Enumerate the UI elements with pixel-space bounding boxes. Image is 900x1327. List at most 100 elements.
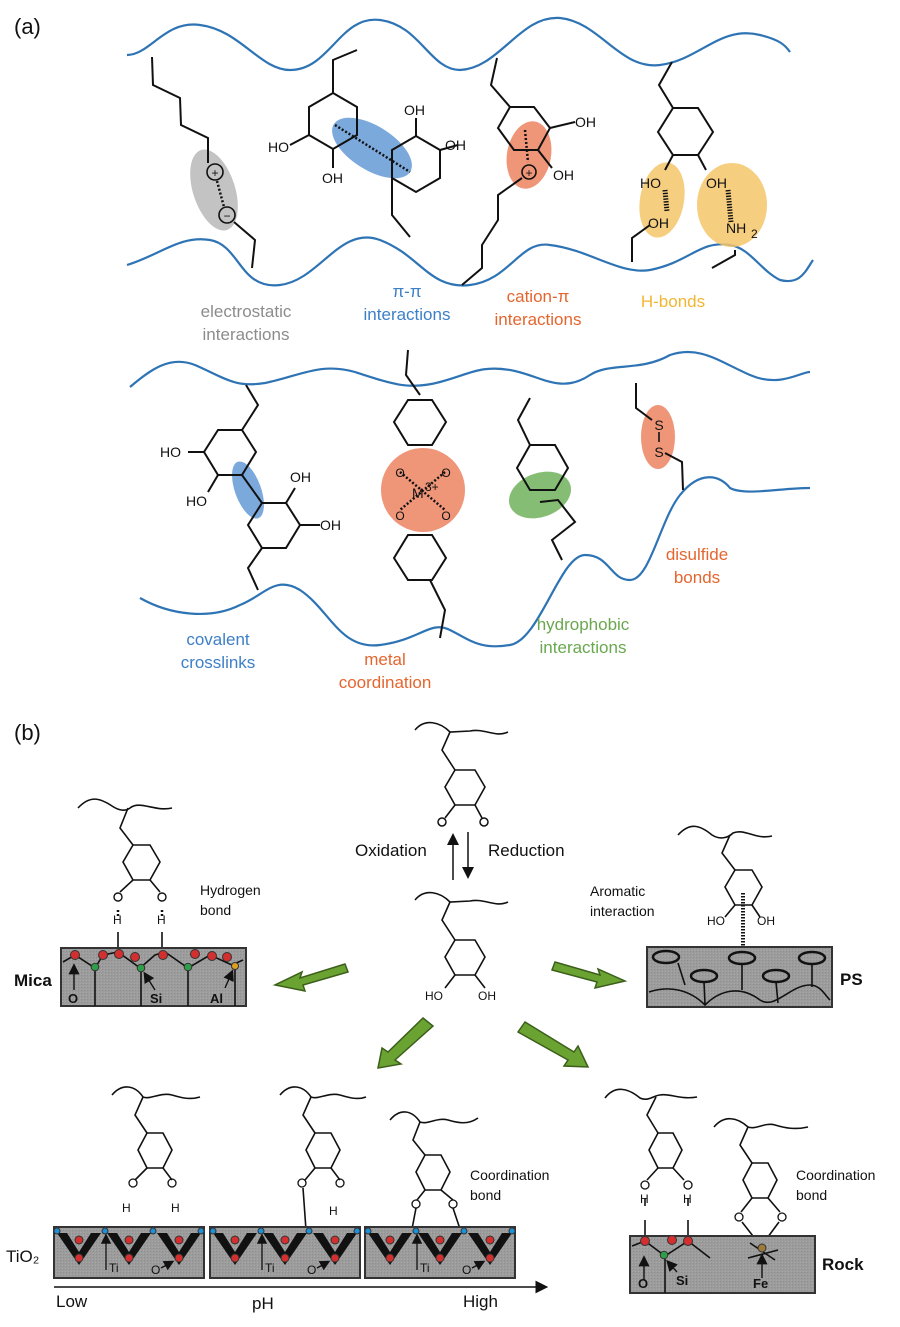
rock-silicon-atom	[659, 1250, 669, 1260]
svg-text:Fe: Fe	[753, 1276, 768, 1291]
coordination-bond-label-tio2-1: Coordination	[470, 1167, 549, 1183]
dopa-molecule-center	[414, 891, 509, 989]
svg-text:OH: OH	[648, 215, 669, 231]
tio2-oxygen-atom	[485, 1253, 495, 1263]
svg-text:HO: HO	[160, 444, 181, 460]
tio2-oxygen-atom	[435, 1235, 445, 1245]
ti-label: Ti	[420, 1261, 430, 1275]
polymer-backbone-bottom-1	[129, 350, 811, 388]
tio2-oxygen-atom	[230, 1235, 240, 1245]
arrow-to-tio2	[377, 1017, 435, 1069]
svg-text:Si: Si	[676, 1273, 688, 1288]
hydrogen-bond-label-2: bond	[200, 902, 231, 918]
label-disulfide-1: disulfide	[666, 545, 728, 564]
rock-iron-atom	[757, 1243, 767, 1253]
svg-text:OH: OH	[478, 989, 496, 1003]
mica-adsorption	[60, 798, 247, 1007]
reduction-label: Reduction	[488, 841, 565, 860]
tio2-oxygen-atom	[280, 1253, 290, 1263]
label-hydrophobic-2: interactions	[540, 638, 627, 657]
svg-text:O: O	[441, 466, 450, 480]
tio2-oxygen-atom	[330, 1235, 340, 1245]
tio2-oxygen-atom	[124, 1235, 134, 1245]
tio2-oxygen-atom	[74, 1253, 84, 1263]
svg-text:HO: HO	[425, 989, 443, 1003]
svg-text:HO: HO	[268, 139, 289, 155]
svg-text:2: 2	[751, 227, 758, 241]
svg-text:+: +	[525, 166, 532, 180]
tio2-titanium-atom	[197, 1227, 205, 1235]
label-metal-1: metal	[364, 650, 406, 669]
svg-text:NH: NH	[726, 220, 746, 236]
rock-adsorption	[604, 1088, 816, 1294]
tio2-octahedron	[418, 1233, 462, 1265]
svg-text:H: H	[113, 913, 122, 927]
svg-text:HO: HO	[186, 493, 207, 509]
mica-label: Mica	[14, 971, 52, 990]
ps-label: PS	[840, 970, 863, 989]
ti-label: Ti	[109, 1261, 119, 1275]
panel-b-label: (b)	[14, 720, 41, 745]
rock-oxygen-atom	[683, 1236, 693, 1246]
metal-coordination	[381, 349, 465, 639]
tio2-oxygen-atom	[485, 1235, 495, 1245]
covalent-highlight	[232, 461, 264, 519]
aromatic-interaction-label-2: interaction	[590, 903, 655, 919]
coordination-bond-label-rock-2: bond	[796, 1187, 827, 1203]
svg-text:OH: OH	[553, 167, 574, 183]
label-metal-2: coordination	[339, 673, 432, 692]
mica-aluminum-atom	[231, 962, 239, 970]
tio2-titanium-atom	[209, 1227, 217, 1235]
svg-text:H: H	[640, 1192, 649, 1206]
svg-text:O: O	[638, 1276, 648, 1291]
svg-text:Si: Si	[150, 991, 162, 1006]
svg-text:OH: OH	[445, 137, 466, 153]
svg-text:OH: OH	[706, 175, 727, 191]
label-hydrophobic-1: hydrophobic	[537, 615, 630, 634]
tio2-titanium-atom	[353, 1227, 361, 1235]
tio2-titanium-atom	[53, 1227, 61, 1235]
tio2-octahedron	[468, 1233, 512, 1265]
tio2-octahedron	[57, 1233, 101, 1265]
h-bond-interaction	[631, 61, 767, 269]
arrow-to-ps	[551, 961, 628, 990]
positive-charge-icon	[206, 163, 224, 181]
tio2-label: TiO₂	[6, 1247, 39, 1266]
svg-text:O: O	[395, 509, 404, 523]
label-cation-pi-1: cation-π	[507, 287, 570, 306]
svg-text:O: O	[441, 509, 450, 523]
cation-charge-icon	[521, 164, 537, 180]
tio2-titanium-atom	[257, 1227, 265, 1235]
label-covalent-2: crosslinks	[181, 653, 256, 672]
svg-text:H: H	[122, 1201, 131, 1215]
tio2-oxygen-atom	[174, 1253, 184, 1263]
svg-text:HO: HO	[707, 914, 725, 928]
cation-pi-interaction: +	[461, 57, 576, 286]
svg-text:O: O	[395, 466, 404, 480]
svg-text:H: H	[329, 1204, 338, 1218]
rock-oxygen-atom	[640, 1236, 650, 1246]
tio2-titanium-atom	[508, 1227, 516, 1235]
svg-text:OH: OH	[757, 914, 775, 928]
svg-text:S: S	[654, 444, 663, 460]
hydrophobic-highlight	[509, 471, 571, 519]
tio2-titanium-atom	[305, 1227, 313, 1235]
svg-text:HO: HO	[640, 175, 661, 191]
arrow-to-rock	[516, 1020, 590, 1068]
tio2-octahedron	[263, 1233, 307, 1265]
electrostatic-interaction: + −	[151, 56, 257, 269]
tio2-octahedron	[213, 1233, 257, 1265]
svg-text:+: +	[211, 166, 218, 180]
oxidation-label: Oxidation	[355, 841, 427, 860]
o-label: O	[307, 1263, 316, 1277]
tio2-octahedron	[157, 1233, 201, 1265]
svg-text:3+: 3+	[425, 480, 439, 494]
ph-axis-label: pH	[252, 1294, 274, 1313]
pi-pi-interaction	[289, 49, 459, 238]
label-cation-pi-2: interactions	[495, 310, 582, 329]
hydrophobic-interaction	[509, 397, 577, 561]
mica-silicon-atoms	[90, 962, 193, 973]
tio2-oxygen-atom	[174, 1235, 184, 1245]
